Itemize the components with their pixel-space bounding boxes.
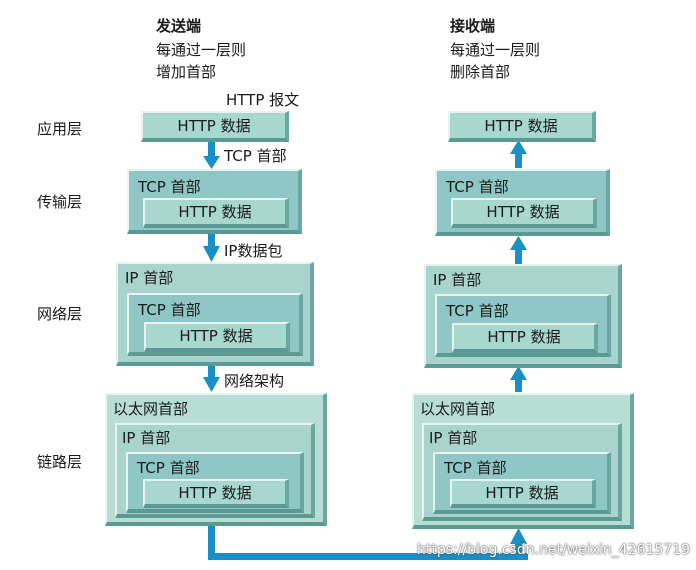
arrow-down-1-shaft bbox=[208, 142, 215, 158]
layer-transport: 传输层 bbox=[37, 193, 83, 211]
ip-box: IP 首部 TCP 首部 HTTP 数据 bbox=[422, 423, 622, 521]
tcp-header-label: TCP 首部 bbox=[138, 178, 201, 196]
receiver-network-ip-box: IP 首部 TCP 首部 HTTP 数据 bbox=[424, 264, 622, 368]
sender-network-ip-box: IP 首部 TCP 首部 HTTP 数据 bbox=[116, 262, 314, 366]
arrow-up-3-shaft bbox=[515, 378, 522, 392]
http-message-label: HTTP 报文 bbox=[226, 91, 300, 109]
tcp-header-label: TCP 首部 bbox=[446, 178, 509, 196]
http-data-box: HTTP 数据 bbox=[143, 479, 289, 508]
ip-header-label: IP 首部 bbox=[122, 429, 171, 447]
receiver-desc-line1: 每通过一层则 bbox=[450, 41, 541, 59]
http-data-label: HTTP 数据 bbox=[486, 203, 560, 221]
tcp-header-arrow-label: TCP 首部 bbox=[224, 147, 287, 165]
layer-network: 网络层 bbox=[37, 305, 83, 323]
arrow-up-3-head bbox=[510, 366, 527, 380]
http-data-label: HTTP 数据 bbox=[177, 116, 251, 135]
arrow-up-2-head bbox=[510, 236, 527, 250]
http-data-box: HTTP 数据 bbox=[451, 198, 597, 228]
sender-desc-line1: 每通过一层则 bbox=[156, 41, 247, 59]
layer-link: 链路层 bbox=[37, 453, 83, 471]
ip-header-label: IP 首部 bbox=[433, 271, 482, 289]
connector-horizontal bbox=[208, 553, 528, 560]
receiver-transport-tcp-box: TCP 首部 HTTP 数据 bbox=[435, 169, 610, 236]
sender-desc-line2: 增加首部 bbox=[156, 63, 217, 81]
eth-header-label: 以太网首部 bbox=[113, 400, 189, 418]
tcp-box: TCP 首部 HTTP 数据 bbox=[433, 452, 611, 514]
http-data-label: HTTP 数据 bbox=[179, 327, 253, 345]
tcp-header-label: TCP 首部 bbox=[137, 459, 200, 477]
receiver-title: 接收端 bbox=[450, 17, 496, 35]
http-data-label: HTTP 数据 bbox=[178, 203, 252, 221]
arrow-down-2-shaft bbox=[208, 234, 215, 248]
ip-packet-arrow-label: IP数据包 bbox=[224, 242, 283, 260]
arrow-up-2-shaft bbox=[515, 248, 522, 264]
tcp-box: TCP 首部 HTTP 数据 bbox=[126, 452, 304, 513]
arrow-down-3-head bbox=[203, 377, 220, 392]
tcp-box: TCP 首部 HTTP 数据 bbox=[435, 294, 611, 357]
layer-application: 应用层 bbox=[37, 120, 83, 138]
receiver-link-eth-box: 以太网首部 IP 首部 TCP 首部 HTTP 数据 bbox=[412, 393, 634, 529]
arrow-down-1-head bbox=[203, 156, 220, 169]
ip-header-label: IP 首部 bbox=[429, 429, 478, 447]
tcp-header-label: TCP 首部 bbox=[446, 302, 509, 320]
connector-down bbox=[208, 526, 215, 560]
tcp-header-label: TCP 首部 bbox=[138, 301, 201, 319]
sender-transport-tcp-box: TCP 首部 HTTP 数据 bbox=[127, 169, 302, 234]
arrow-down-2-head bbox=[203, 246, 220, 262]
connector-up bbox=[515, 542, 522, 560]
ip-box: IP 首部 TCP 首部 HTTP 数据 bbox=[115, 423, 315, 518]
network-arch-arrow-label: 网络架构 bbox=[224, 372, 285, 390]
http-data-label: HTTP 数据 bbox=[485, 483, 559, 502]
arrow-down-3-shaft bbox=[208, 366, 215, 379]
sender-link-eth-box: 以太网首部 IP 首部 TCP 首部 HTTP 数据 bbox=[105, 393, 327, 526]
http-data-box: HTTP 数据 bbox=[452, 323, 598, 353]
receiver-desc-line2: 删除首部 bbox=[450, 63, 511, 81]
connector-up-head bbox=[510, 528, 527, 544]
sender-app-http-box: HTTP 数据 bbox=[141, 111, 289, 142]
arrow-up-1-shaft bbox=[515, 152, 522, 168]
sender-title: 发送端 bbox=[156, 17, 202, 35]
eth-header-label: 以太网首部 bbox=[420, 400, 496, 418]
http-data-label: HTTP 数据 bbox=[178, 483, 252, 502]
http-data-box: HTTP 数据 bbox=[450, 479, 596, 508]
receiver-app-http-box: HTTP 数据 bbox=[448, 111, 596, 142]
ip-header-label: IP 首部 bbox=[125, 269, 174, 287]
watermark-url: https://blog.csdn.net/weixin_42615719 bbox=[417, 542, 691, 558]
http-data-box: HTTP 数据 bbox=[143, 198, 289, 228]
arrow-up-1-head bbox=[510, 140, 527, 154]
tcp-box: TCP 首部 HTTP 数据 bbox=[127, 293, 303, 356]
http-data-label: HTTP 数据 bbox=[484, 116, 558, 135]
http-data-box: HTTP 数据 bbox=[144, 322, 290, 352]
tcp-header-label: TCP 首部 bbox=[444, 459, 507, 477]
http-data-label: HTTP 数据 bbox=[487, 328, 561, 346]
